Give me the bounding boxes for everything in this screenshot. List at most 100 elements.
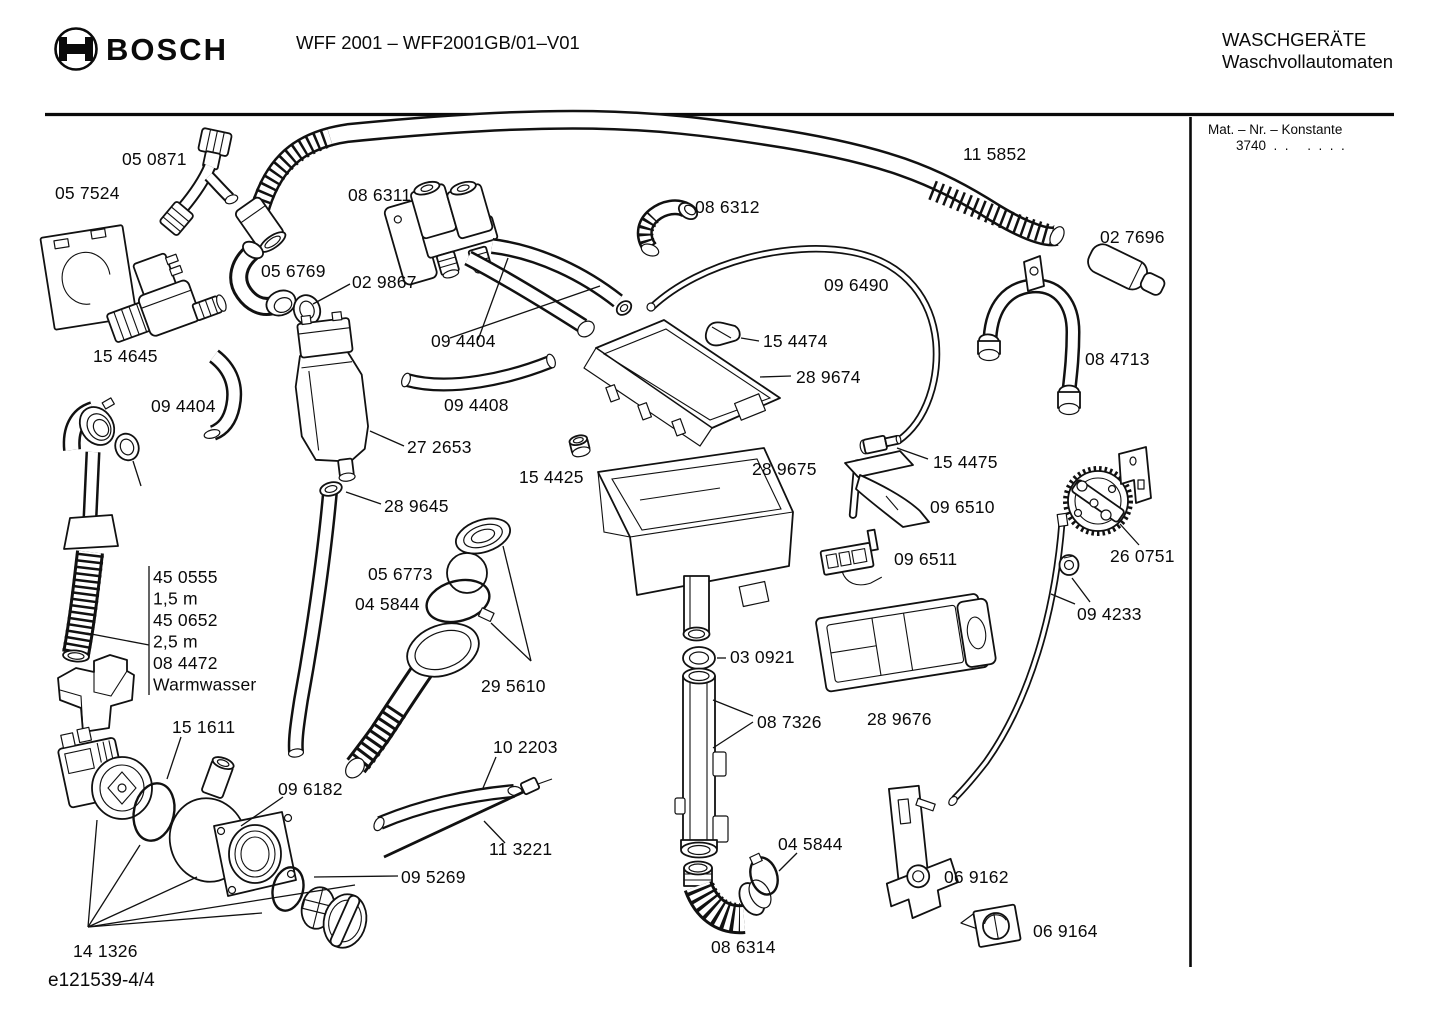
part-label-05-6769: 05 6769 — [261, 261, 326, 281]
note-line-5: Warmwasser — [153, 675, 256, 695]
part-label-08-6312: 08 6312 — [695, 197, 760, 217]
part-label-08-6314: 08 6314 — [711, 937, 776, 957]
part-valve-154645 — [106, 252, 227, 343]
department-line1: WASCHGERÄTE — [1222, 29, 1366, 50]
part-clamp-045844-top — [425, 578, 495, 624]
part-label-05-7524: 05 7524 — [55, 183, 120, 203]
mat-nr-label: Mat. – Nr. – Konstante — [1208, 122, 1342, 137]
part-label-15-1611: 15 1611 — [172, 717, 235, 737]
part-label-06-9164: 06 9164 — [1033, 921, 1098, 941]
part-hose-094404-left — [203, 349, 243, 441]
mat-nr-value: 3740 . . . . . . — [1236, 138, 1345, 153]
note-line-3: 2,5 m — [153, 632, 198, 652]
part-label-09-4233: 09 4233 — [1077, 604, 1142, 624]
part-label-09-6510: 09 6510 — [930, 497, 995, 517]
part-container-272653 — [294, 311, 369, 482]
part-hose-102203 — [373, 784, 523, 832]
part-label-08-4713: 08 4713 — [1085, 349, 1150, 369]
part-bracket-096510 — [844, 450, 930, 528]
part-label-27-2653: 27 2653 — [407, 437, 472, 457]
part-label-28-9675: 28 9675 — [752, 459, 817, 479]
part-ring-027780 — [114, 432, 140, 462]
part-label-28-9645: 28 9645 — [384, 496, 449, 516]
part-label-09-6511: 09 6511 — [894, 549, 957, 569]
part-label-09-4408: 09 4408 — [444, 395, 509, 415]
part-label-09-4404: 09 4404 — [431, 331, 496, 351]
brand-text: BOSCH — [106, 32, 228, 67]
part-motor-260751 — [1063, 446, 1152, 536]
leader-lines — [87, 257, 1140, 928]
note-line-1: 1,5 m — [153, 589, 198, 609]
part-tube-094233 — [948, 512, 1069, 807]
part-label-08-6311: 08 6311 — [348, 185, 411, 205]
note-line-2: 45 0652 — [153, 610, 218, 630]
part-filter-cap-095269 — [322, 893, 368, 949]
part-label-26-0751: 26 0751 — [1110, 546, 1175, 566]
part-label-09-6182: 09 6182 — [278, 779, 343, 799]
part-hose-holder — [57, 654, 135, 733]
part-label-08-7326: 08 7326 — [757, 712, 822, 732]
part-label-05-0871: 05 0871 — [122, 149, 187, 169]
part-label-02-7696: 02 7696 — [1100, 227, 1165, 247]
part-label-06-9162: 06 9162 — [944, 867, 1009, 887]
part-label-05-6773: 05 6773 — [368, 564, 433, 584]
part-elbow-086312 — [636, 199, 699, 257]
part-ring-029867 — [292, 294, 322, 326]
part-ball-056773 — [446, 552, 488, 594]
part-label-11-3221: 11 3221 — [489, 839, 552, 859]
exploded-drawing — [39, 109, 1166, 949]
part-cap-154425 — [568, 434, 591, 458]
part-hose-096490 — [646, 245, 941, 445]
part-pump-motor-141326 — [57, 726, 153, 820]
part-cap-027696 — [1087, 243, 1166, 296]
part-cap-069164 — [960, 903, 1022, 948]
part-label-15-4474: 15 4474 — [763, 331, 828, 351]
part-label-10-2203: 10 2203 — [493, 737, 558, 757]
doc-title: WFF 2001 – WFF2001GB/01–V01 — [296, 32, 580, 53]
part-label-28-9676: 28 9676 — [867, 709, 932, 729]
part-pump-housing-096182 — [168, 756, 297, 897]
part-oring-151611 — [132, 782, 176, 842]
part-label-15-4425: 15 4425 — [519, 467, 584, 487]
department-line2: Waschvollautomaten — [1222, 51, 1393, 72]
part-housing-289675 — [597, 447, 794, 642]
part-label-09-4404: 09 4404 — [151, 396, 216, 416]
part-label-04-5844: 04 5844 — [778, 834, 843, 854]
part-label-11-5852: 11 5852 — [963, 144, 1026, 164]
part-label-29-5610: 29 5610 — [481, 676, 546, 696]
part-hoses-094404 — [464, 238, 633, 338]
part-elbow-086314 — [683, 860, 772, 935]
part-grommet-094233 — [1058, 554, 1080, 576]
part-label-28-9674: 28 9674 — [796, 367, 861, 387]
part-standpipe-087326 — [674, 667, 729, 859]
part-lid-289674 — [583, 319, 781, 447]
page-header: BOSCH WFF 2001 – WFF2001GB/01–V01 WASCHG… — [45, 27, 1394, 967]
part-label-02-9867: 02 9867 — [352, 272, 417, 292]
part-latch-096511 — [819, 528, 883, 586]
part-panel-057524 — [39, 224, 138, 331]
part-inlet-fitting-050871 — [159, 127, 239, 236]
part-label-15-4645: 15 4645 — [93, 346, 158, 366]
part-elbow-056769 — [229, 240, 297, 317]
note-line-0: 45 0555 — [153, 567, 218, 587]
part-drawer-289676 — [815, 593, 997, 693]
part-clip-154474 — [705, 321, 741, 347]
part-hose-289645 — [287, 481, 343, 758]
part-seal-flange-295610 — [455, 517, 511, 555]
part-funnel-295610 — [345, 622, 480, 779]
part-label-09-5269: 09 5269 — [401, 867, 466, 887]
part-hose-guide-084713 — [977, 255, 1081, 416]
bosch-logo-icon — [54, 27, 98, 71]
part-hose-115852 — [235, 109, 1065, 253]
part-label-03-0921: 03 0921 — [730, 647, 795, 667]
document-number: e121539-4/4 — [48, 970, 155, 991]
part-cable-tie-113221 — [383, 776, 553, 859]
part-label-15-4475: 15 4475 — [933, 452, 998, 472]
part-nipple-154475 — [859, 434, 902, 455]
part-label-04-5844: 04 5844 — [355, 594, 420, 614]
part-label-09-6490: 09 6490 — [824, 275, 889, 295]
part-clamp-045844-bottom — [749, 852, 779, 896]
